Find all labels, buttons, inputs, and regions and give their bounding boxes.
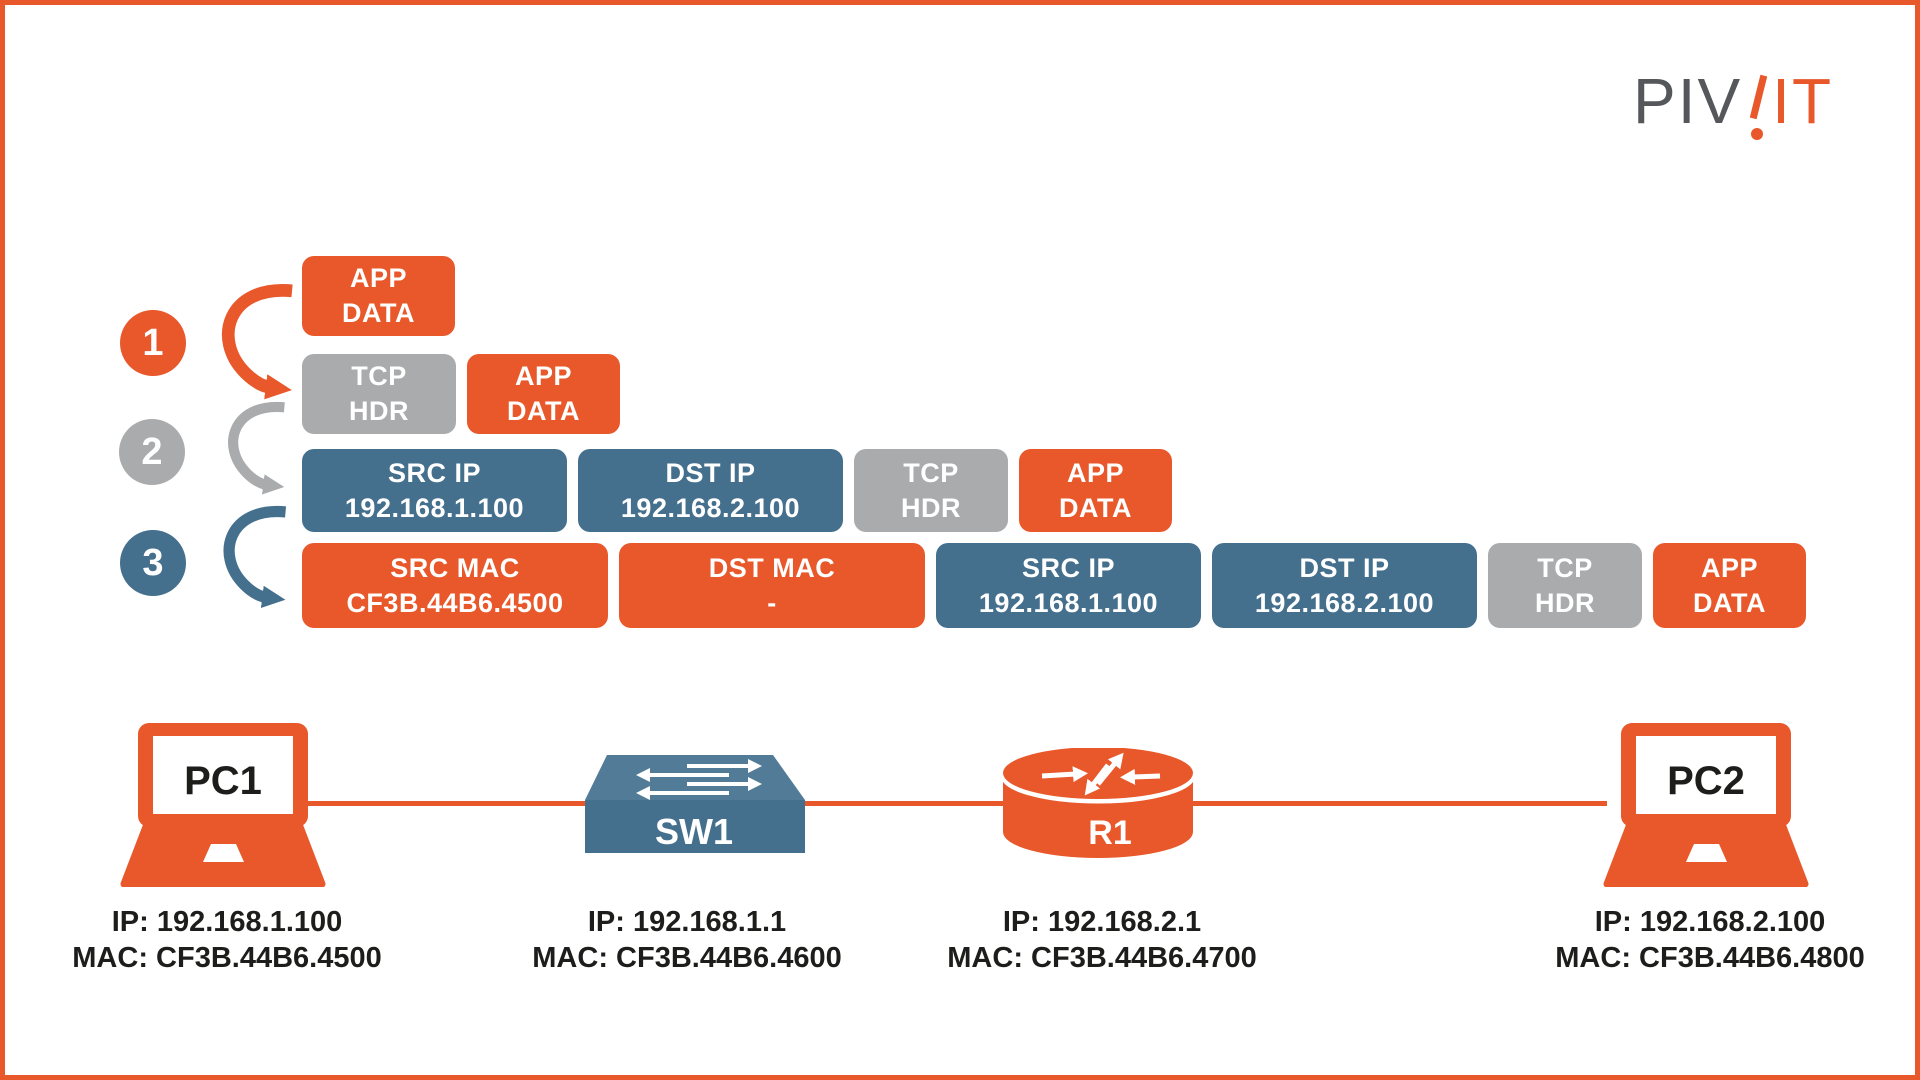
packet-field-line: TCP [1537, 552, 1593, 583]
pc1-mac-label: MAC: CF3B.44B6.4500 [72, 942, 382, 974]
packet-field-line: DST MAC [708, 552, 836, 583]
switch-icon [585, 755, 805, 853]
packet-field-line: SRC IP [387, 457, 482, 488]
logo-exclamation-icon [1746, 69, 1770, 149]
step-1-number: 1 [142, 321, 164, 364]
laptop-icon [120, 723, 326, 888]
packet-field-line: 192.168.1.100 [344, 492, 525, 523]
logo-exclamation-dot [1751, 128, 1764, 140]
step-3-number: 3 [142, 541, 164, 584]
device-name-sw1: SW1 [654, 811, 733, 852]
device-r1: R1 [1000, 747, 1196, 860]
packet-field-dst-mac: DST MAC - [619, 543, 925, 628]
laptop-icon [1603, 723, 1809, 888]
packet-field-dst-ip: DST IP 192.168.2.100 [1212, 543, 1477, 628]
packet-field-line: HDR [349, 396, 409, 426]
packet-field-line: - [767, 587, 777, 618]
packet-row-ethernet-frame: SRC MAC CF3B.44B6.4500 DST MAC - SRC IP 192.1… [302, 543, 1806, 628]
packet-field-app: APP DATA [1019, 449, 1172, 532]
router-icon [1000, 747, 1196, 858]
packet-field-line: 192.168.2.100 [1254, 587, 1435, 618]
packet-field-tcp: TCP HDR [1488, 543, 1642, 628]
packet-field-app: APP DATA [1653, 543, 1806, 628]
packet-field-src-ip: SRC IP 192.168.1.100 [302, 449, 567, 532]
pc2-mac-label: MAC: CF3B.44B6.4800 [1555, 942, 1865, 974]
step-3-badge: 3 [120, 530, 186, 596]
packet-field-line: CF3B.44B6.4500 [346, 587, 564, 618]
packet-row-tcp-segment: TCP HDR APP DATA [302, 354, 620, 434]
device-sw1: SW1 [583, 753, 805, 853]
packet-field-line: DATA [507, 396, 580, 426]
pivit-logo: PIV IT [1633, 69, 1833, 149]
device-name-pc1: PC1 [184, 759, 262, 803]
pc2-ip-label: IP: 192.168.2.100 [1594, 906, 1826, 938]
logo-exclamation-bar [1749, 74, 1768, 120]
network-link-line [305, 801, 1607, 806]
packet-field-line: APP [1700, 552, 1759, 583]
sw1-mac-label: MAC: CF3B.44B6.4600 [532, 942, 842, 974]
step-2-curved-arrow-icon [228, 401, 285, 495]
packet-field-line: DATA [342, 298, 415, 328]
logo-text-piv: PIV [1633, 65, 1743, 137]
sw1-ip-label: IP: 192.168.1.1 [587, 906, 787, 938]
packet-field-line: HDR [901, 492, 961, 523]
packet-field-src-ip: SRC IP 192.168.1.100 [936, 543, 1201, 628]
packet-field-line: DST IP [665, 457, 756, 488]
step-1-badge: 1 [120, 310, 186, 376]
packet-field-dst-ip: DST IP 192.168.2.100 [578, 449, 843, 532]
packet-field-tcp: TCP HDR [854, 449, 1008, 532]
packet-field-line: TCP [351, 361, 407, 391]
packet-field-line: TCP [903, 457, 959, 488]
packet-row-ip-packet: SRC IP 192.168.1.100 DST IP 192.168.2.100 TC… [302, 449, 1172, 532]
device-name-r1: R1 [1088, 814, 1132, 852]
step-1-curved-arrow-icon [222, 284, 293, 400]
packet-field-src-mac: SRC MAC CF3B.44B6.4500 [302, 543, 608, 628]
packet-field-line: APP [514, 361, 573, 391]
step-2-number: 2 [141, 430, 163, 473]
device-pc2: PC2 [1601, 721, 1811, 888]
packet-field-app: APP DATA [467, 354, 620, 434]
packet-field-line: APP [1066, 457, 1125, 488]
r1-mac-label: MAC: CF3B.44B6.4700 [947, 942, 1257, 974]
packet-field-line: 192.168.2.100 [620, 492, 801, 523]
packet-field-tcp: TCP HDR [302, 354, 456, 434]
device-name-pc2: PC2 [1667, 759, 1745, 803]
r1-ip-label: IP: 192.168.2.1 [1002, 906, 1202, 938]
packet-field-line: HDR [1535, 587, 1595, 618]
packet-field-line: DATA [1693, 587, 1766, 618]
pc1-ip-label: IP: 192.168.1.100 [111, 906, 343, 938]
packet-field-line: 192.168.1.100 [978, 587, 1159, 618]
packet-field-line: SRC IP [1021, 552, 1116, 583]
step-2-badge: 2 [119, 419, 185, 485]
logo-text-it: IT [1772, 65, 1834, 137]
step-3-curved-arrow-icon [223, 506, 287, 609]
packet-row-app-data: APP DATA [302, 256, 455, 336]
device-pc1: PC1 [118, 721, 328, 888]
packet-field-line: DST IP [1299, 552, 1390, 583]
packet-field-line: APP [349, 263, 408, 293]
packet-field-line: SRC MAC [390, 552, 520, 583]
packet-field-app: APP DATA [302, 256, 455, 336]
packet-field-line: DATA [1059, 492, 1132, 523]
